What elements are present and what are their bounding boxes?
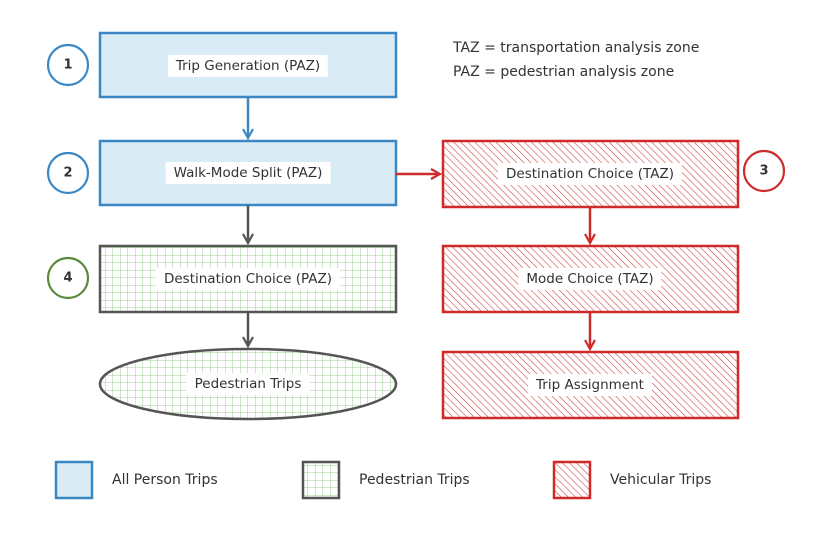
step-2-number: 2 [63,165,73,181]
pedestrian-trips-label: Pedestrian Trips [186,373,310,395]
destination-choice-taz-label: Destination Choice (TAZ) [498,163,682,185]
legend-label-all-person: All Person Trips [112,472,218,488]
paz-definition-note: PAZ = pedestrian analysis zone [453,64,675,80]
step-4-circle [46,256,90,300]
legend-label-vehicular: Vehicular Trips [610,472,712,488]
step-4-number: 4 [63,270,73,286]
step-1-circle [46,43,90,87]
step-3-number: 3 [759,163,769,179]
legend-swatch-all-person [54,460,94,500]
step-2-circle [46,151,90,195]
legend-label-pedestrian: Pedestrian Trips [359,472,470,488]
step-1-number: 1 [63,57,73,73]
destination-choice-paz-label: Destination Choice (PAZ) [155,268,341,290]
trip-assignment-label: Trip Assignment [528,374,652,396]
trip-generation-label: Trip Generation (PAZ) [167,55,329,77]
mode-choice-label: Mode Choice (TAZ) [518,268,662,290]
walk-mode-split-label: Walk-Mode Split (PAZ) [165,162,331,184]
legend-swatch-vehicular [552,460,592,500]
legend-swatch-pedestrian [301,460,341,500]
taz-definition-note: TAZ = transportation analysis zone [453,40,700,56]
step-3-circle [742,149,786,193]
